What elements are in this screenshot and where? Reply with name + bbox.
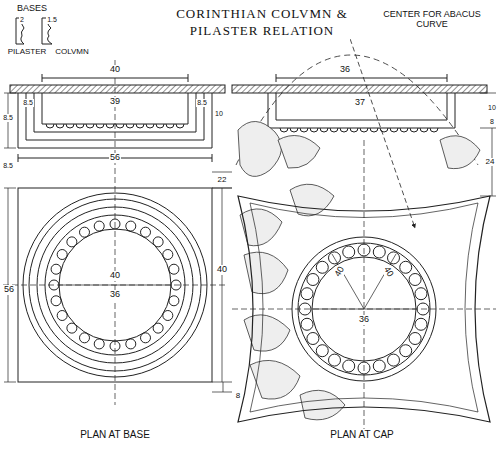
dimension: 40: [109, 271, 121, 281]
title: CORINTHIAN COLVMN & PILASTER RELATION: [175, 6, 350, 40]
dimension: 24: [485, 158, 496, 167]
dimension: 8.5: [22, 99, 34, 107]
dimension: 37: [354, 98, 366, 108]
plan-label: PLAN AT BASE: [79, 429, 151, 440]
plan-label: COLVMN: [54, 48, 90, 57]
dimension: 8: [235, 392, 241, 401]
dimension: 36: [358, 315, 370, 325]
plan-label: PILASTER: [7, 48, 48, 57]
dimension: 56: [3, 285, 15, 295]
dimension: 22: [217, 176, 228, 185]
column-base-plan: [3, 60, 232, 405]
dimension: 40: [109, 65, 121, 75]
dimension: 10: [214, 110, 224, 118]
dimension: 8.5: [2, 162, 14, 170]
dimension: 1.5: [46, 16, 58, 24]
capital-plan: [232, 24, 496, 440]
dimension: 10: [487, 104, 497, 112]
pilaster-base-plan: [4, 74, 232, 188]
dimension: 40: [333, 264, 348, 279]
dimension: 39: [109, 97, 121, 107]
dimension: 8.5: [2, 114, 14, 122]
dimension: 40: [381, 264, 396, 279]
plan-label: BASES: [16, 4, 48, 14]
plan-label: CENTER FOR ABACUS CURVE: [381, 10, 483, 30]
plan-label: PLAN AT CAP: [329, 429, 395, 440]
dimension: 2: [19, 16, 25, 24]
dimension: 56: [109, 153, 121, 163]
dimension: 36: [339, 65, 351, 75]
dimension: 8.5: [196, 99, 208, 107]
dimension: 8: [489, 118, 495, 126]
acanthus-leaf: [238, 121, 480, 419]
dimension: 36: [109, 290, 121, 300]
dimension: 40: [216, 265, 228, 275]
